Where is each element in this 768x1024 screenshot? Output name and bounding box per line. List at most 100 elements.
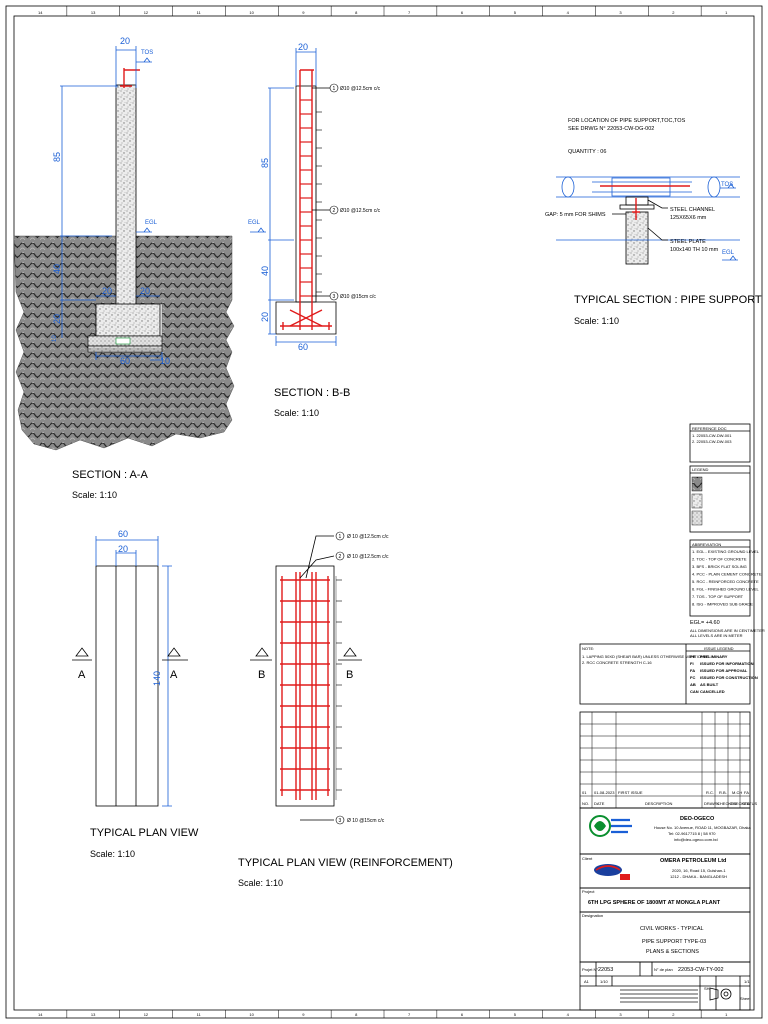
drawing-no: 22053-CW-TY-002	[678, 967, 724, 973]
issue-text: ISSUED FOR APPROVAL	[700, 668, 748, 673]
client-name: OMERA PETROLEUM Ltd	[660, 858, 726, 864]
egl-label-aa: EGL	[145, 220, 158, 226]
callout-circle	[335, 551, 345, 561]
sheet-value: 1/1	[744, 979, 750, 984]
rev-header-approved: CHECKED	[730, 801, 750, 806]
abbrev-item: 6. FGL - FINISHED GROUND LEVEL	[692, 587, 760, 592]
notes-issue-box	[579, 643, 751, 705]
section-aa-drawing	[13, 46, 235, 451]
pipe-support-scale: Scale: 1:10	[574, 316, 619, 326]
section-aa-dim-left-step: 20	[102, 286, 112, 296]
callout-circle	[335, 815, 345, 825]
section-bb-dim-height2: 40	[260, 266, 270, 276]
plan-bar-ticks	[335, 576, 342, 800]
legend-concrete-swatch	[691, 493, 703, 509]
issue-code: FA	[690, 668, 695, 673]
border-bottom-number: 5	[514, 1012, 517, 1017]
issue-code: FC	[690, 675, 695, 680]
border-top-number: 2	[672, 10, 675, 15]
designation-label: Designation	[582, 913, 603, 918]
egl-value: EGL= +4.60	[690, 620, 720, 626]
plan-horizontal-bars	[280, 579, 330, 791]
border-bottom-number: 11	[197, 1012, 202, 1017]
project-label: Project	[582, 889, 595, 894]
scale-value: 1/10	[600, 979, 609, 984]
callout-circle	[329, 291, 339, 301]
client-label: Client	[582, 856, 593, 861]
revision-table	[579, 711, 751, 809]
issue-code: PR	[690, 654, 696, 659]
abbrev-item: 5. RCC - REINFORCED CONCRETE	[692, 579, 759, 584]
plan-reinf-title: TYPICAL PLAN VIEW (REINFORCEMENT)	[238, 857, 453, 869]
issue-text: CANCELLED	[700, 689, 725, 694]
section-aa-dim-top: 20	[120, 36, 130, 46]
sheet-word: Sheet	[740, 996, 751, 1001]
section-bb-dim-height: 85	[260, 158, 270, 168]
client-logo	[594, 864, 630, 880]
callout-circle	[329, 205, 339, 215]
section-aa-dim-height2: 40	[52, 264, 62, 274]
plan-reinf-section-mark-left: B	[258, 669, 265, 681]
border-top-number: 8	[355, 10, 358, 15]
section-bb-dim-top: 20	[298, 42, 308, 52]
pipe-note-line2: SEE DRWG N° 22053-CW-DG-002	[568, 126, 654, 132]
brick-flat-soling	[87, 345, 163, 353]
callout-number: 3	[333, 294, 336, 300]
callout-number: 2	[339, 554, 342, 560]
legend-soil-swatch	[691, 476, 703, 492]
rev-row-drawn: R.C.	[706, 790, 714, 795]
pipe-quantity: QUANTITY : 06	[568, 149, 606, 155]
rev-header-drawn: DRAWN	[704, 801, 719, 806]
soil-hatch	[13, 235, 235, 451]
rev-row-no: 01	[582, 790, 587, 795]
legend-title: LEGEND	[692, 467, 709, 472]
abbrev-item: 3. BFS - BRICK FLAT SOLING	[692, 564, 747, 569]
section-bb-dim-base: 60	[298, 342, 308, 352]
issue-text: PRELIMINARY	[700, 654, 728, 659]
section-bb-scale: Scale: 1:10	[274, 408, 319, 418]
plan-dim-length: 140	[152, 671, 162, 686]
drawing-title-line1: CIVIL WORKS - TYPICAL	[640, 926, 704, 932]
abbrev-item: 7. TOS - TOP OF SUPPORT	[692, 594, 744, 599]
rev-header-date: DATE	[594, 801, 605, 806]
plan-view-drawing	[72, 536, 188, 807]
border-top-number: 12	[144, 10, 149, 15]
abbrev-item: 8. ISG - IMPROVED SUB GRADE	[692, 602, 753, 607]
section-aa-dim-height: 85	[52, 152, 62, 162]
border-bottom-number: 9	[302, 1012, 305, 1017]
callout-number: 3	[339, 818, 342, 824]
border-top-number: 3	[619, 10, 622, 15]
note-item-2: 2. RCC CONCRETE STRENGTH C-16	[582, 660, 652, 665]
border-bottom-number: 4	[567, 1012, 570, 1017]
rev-row-desc: FIRST ISSUE	[618, 790, 643, 795]
section-bb-stirrups	[300, 99, 312, 297]
consultant-phone: Tel: 02-9617715 8 | 58 970	[668, 831, 716, 836]
reference-item-1: 1. 22053-CW-DW-001	[692, 433, 732, 438]
issue-text: ISSUED FOR CONSTRUCTION	[700, 675, 758, 680]
section-aa-dim-base: 60	[120, 356, 130, 366]
consultant-logo	[589, 815, 632, 837]
border-top-number: 6	[461, 10, 464, 15]
border-top-number: 4	[567, 10, 570, 15]
border-bottom-number: 7	[408, 1012, 411, 1017]
pipe-steel-plate-size: 100x140 TH 10 mm	[670, 247, 719, 253]
rev-header-desc: DESCRIPTION	[645, 801, 672, 806]
anchor-bolt	[120, 68, 140, 88]
legend-box	[689, 465, 751, 533]
abbrev-item: 1. EGL - EXISTING GROUND LEVEL	[692, 549, 760, 554]
callout-text: Ø10 @15cm c/c	[340, 294, 376, 300]
callout-circle	[329, 83, 339, 93]
note-item-1: 1. LAPPING 50XD (SHEAR BAR) UNLESS OTHER…	[582, 654, 709, 659]
border-top-number: 10	[249, 10, 254, 15]
abbrev-title: ABBREVIATION	[692, 542, 721, 547]
border-bottom-number: 14	[38, 1012, 43, 1017]
pipe-steel-channel: STEEL CHANNEL	[670, 207, 715, 213]
abbrev-item: 4. PCC - PLAIN CEMENT CONCRETE	[692, 572, 762, 577]
legend-pcc-swatch	[691, 510, 703, 526]
rev-header-status: STATUS	[742, 801, 758, 806]
border-top-number: 9	[302, 10, 305, 15]
tos-label-aa: TOS	[141, 50, 153, 56]
